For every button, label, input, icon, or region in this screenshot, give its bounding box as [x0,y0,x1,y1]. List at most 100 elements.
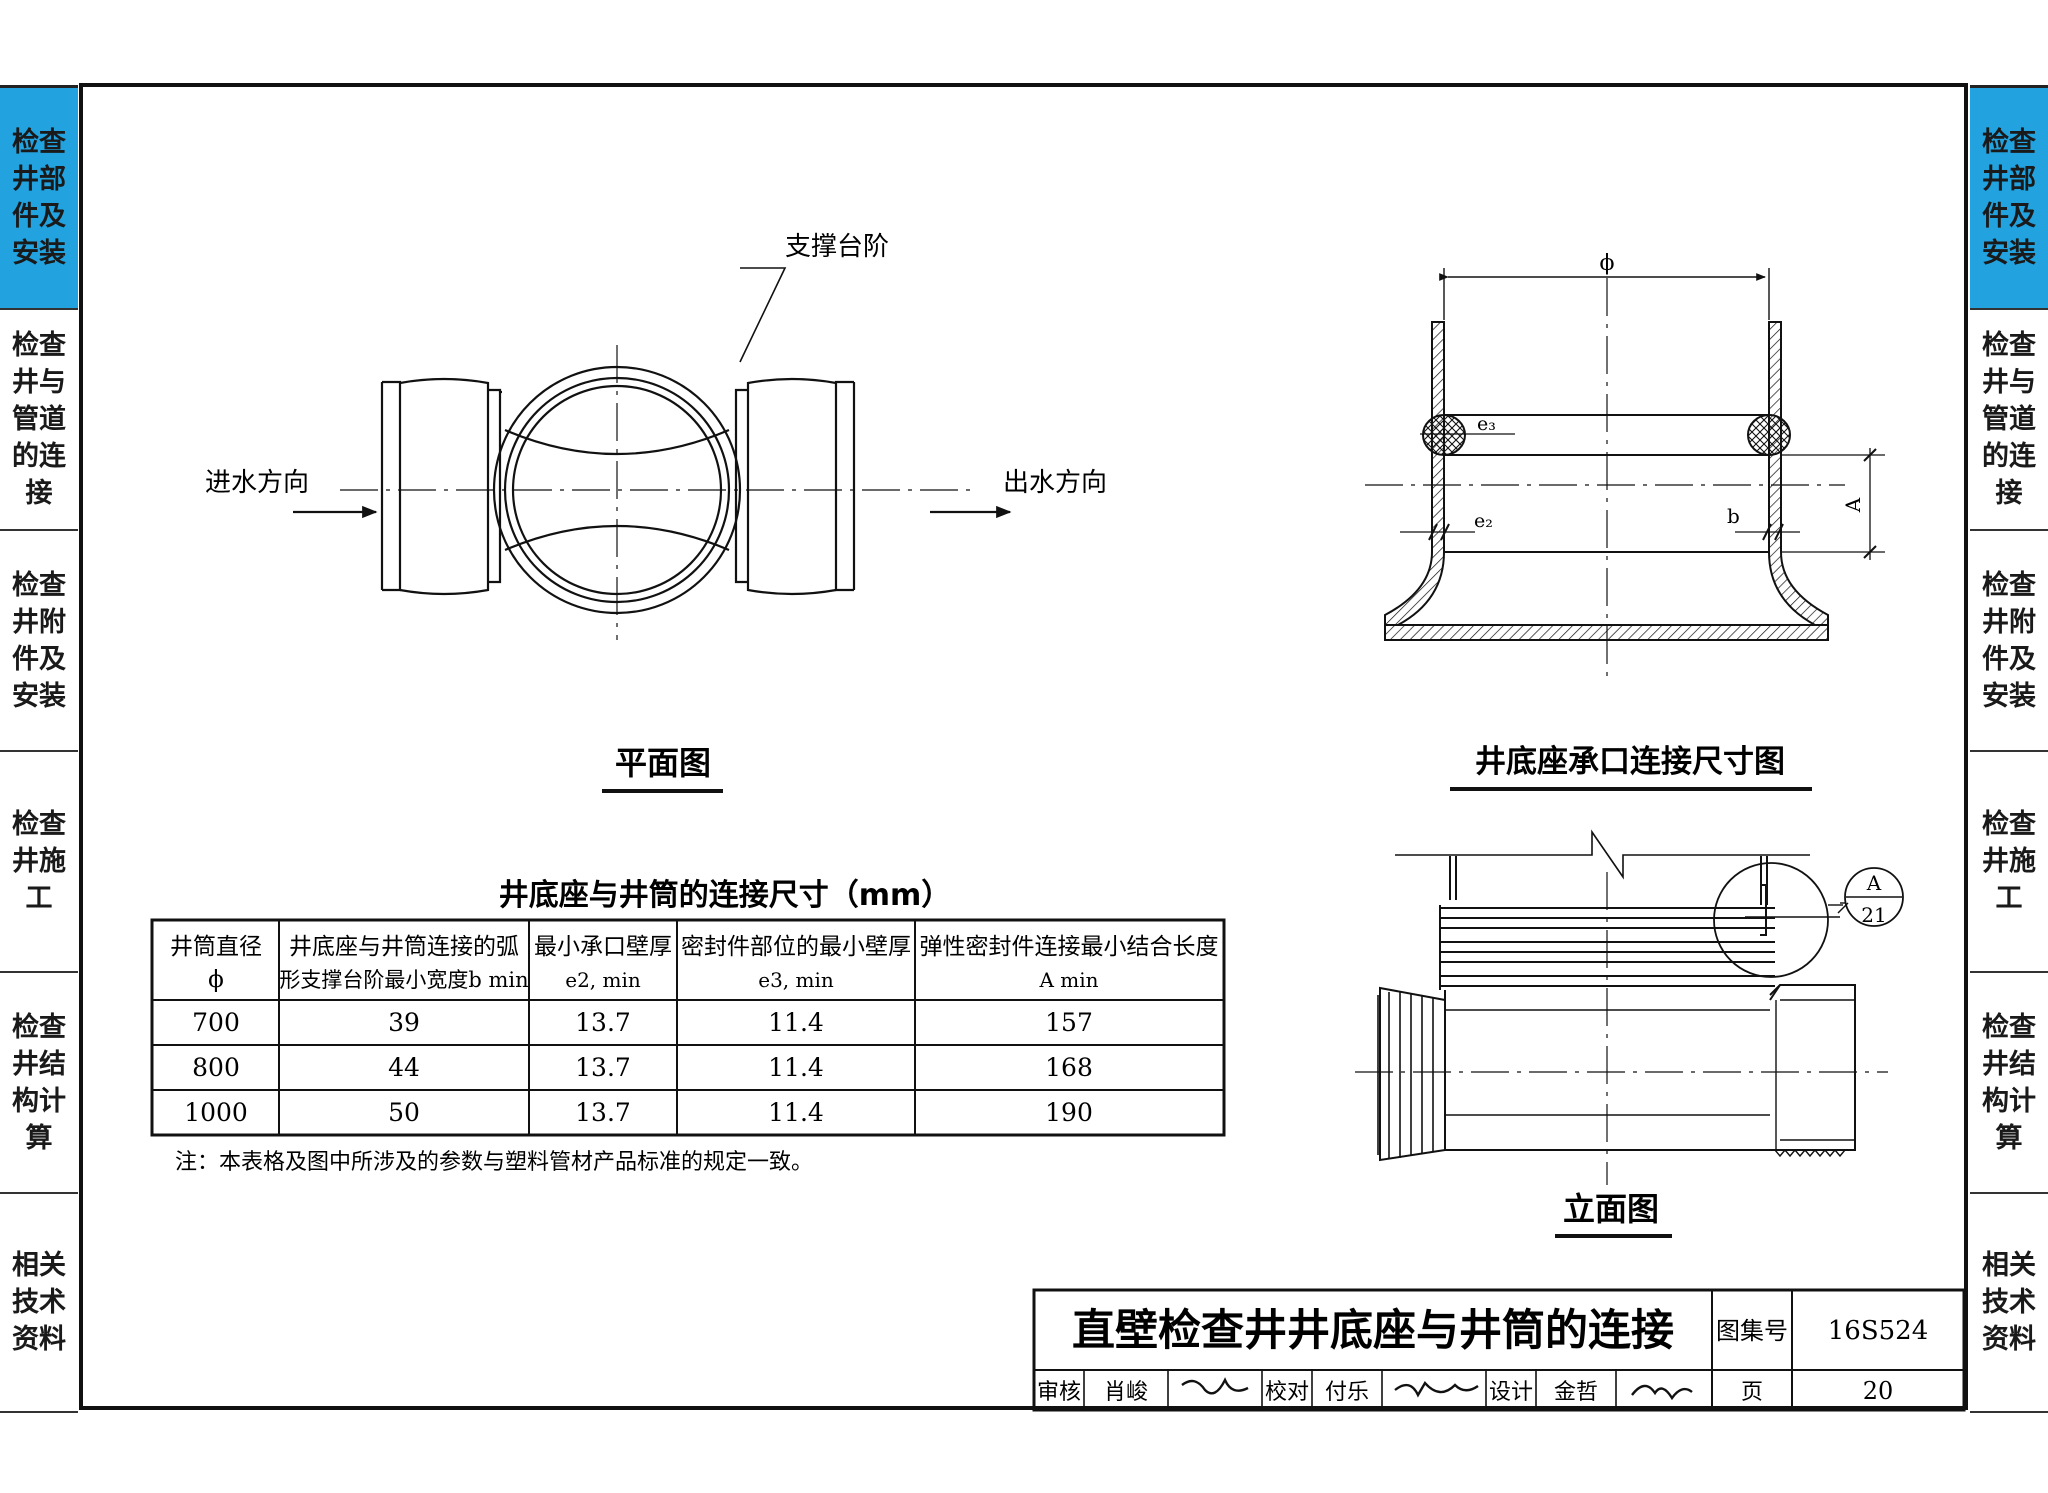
table-cell: 13.7 [575,1098,631,1127]
outlet-pipe-socket [746,377,837,596]
right-tab-label: 检查井与管道的连接 [1982,330,2036,509]
design-label: 设计 [1489,1380,1533,1405]
left-tab-label: 检查井施工 [12,809,66,914]
e3-label: e₃ [1477,413,1496,435]
table-cell: 800 [192,1053,240,1082]
table-cell: 190 [1045,1098,1093,1127]
table-cell: 44 [388,1053,420,1082]
table-header-cell: e2, min [565,968,641,992]
left-section-tabs: 检查井部件及安装 检查井与管道的连接 检查井附件及安装 检查井施工 检查井结构计… [0,85,78,1413]
checker-name: 付乐 [1325,1380,1369,1405]
left-tab-label: 检查井结构计算 [12,1011,66,1154]
table-title: 井底座与井筒的连接尺寸（mm） [499,878,952,913]
table-cell: 11.4 [768,1008,824,1037]
plan-inlet-pipe [380,377,502,596]
dimension-table [150,918,1226,1137]
right-section-tabs: 检查井部件及安装 检查井与管道的连接 检查井附件及安装 检查井施工 检查井结构计… [1970,85,2048,1413]
table-header-cell: 密封件部位的最小壁厚 [681,934,911,960]
table-header-cell: A min [1038,968,1098,992]
checker-signature [1394,1380,1479,1398]
plan-view-title: 平面图 [615,744,711,782]
elevation-view [1355,829,1904,1238]
table-header-cell: 弹性密封件连接最小结合长度 [920,934,1219,960]
table-header-row: 井筒直径 ϕ 井底座与井筒连接的弧 形支撑台阶最小宽度b min 最小承口壁厚 … [170,934,1219,993]
right-tab-label: 检查井结构计算 [1982,1011,2036,1154]
elevation-view-title: 立面图 [1563,1190,1659,1228]
plan-view [293,267,1012,793]
table-cell: 11.4 [768,1053,824,1082]
left-tab-accessories[interactable]: 检查井附件及安装 [0,531,78,752]
right-tab-structural-calc[interactable]: 检查井结构计算 [1970,973,2048,1194]
left-tab-components[interactable]: 检查井部件及安装 [0,88,78,310]
outflow-label: 出水方向 [1003,468,1107,498]
elevation-outlet-socket [1769,984,1856,1151]
right-tab-label: 检查井附件及安装 [1982,569,2036,712]
right-tab-reference[interactable]: 相关技术资料 [1970,1194,2048,1413]
socket-right-wall [1768,321,1829,626]
table-header-cell: e3, min [758,968,834,992]
elevation-inlet-pipe [1379,986,1446,1162]
detail-callout [1844,867,1904,927]
table-cell: 700 [192,1008,240,1037]
inlet-pipe-socket [399,377,490,596]
socket-left-wall [1384,321,1445,626]
table-header-cell: ϕ [208,967,224,993]
detail-circle [1713,862,1829,978]
plan-outlet-pipe [734,377,856,596]
page-label: 页 [1741,1380,1763,1405]
callout-top: A [1866,871,1882,895]
title-block [1032,1288,1966,1412]
designer-signature [1631,1384,1693,1401]
table-cell: 39 [388,1008,420,1037]
left-tab-reference[interactable]: 相关技术资料 [0,1194,78,1413]
table-cell: 168 [1045,1053,1093,1082]
right-tab-components[interactable]: 检查井部件及安装 [1970,88,2048,310]
socket-detail [1365,268,1885,791]
atlas-label: 图集号 [1716,1317,1788,1345]
channel-edge-top [504,428,730,456]
right-tab-label: 检查井施工 [1982,809,2036,914]
table-cell: 13.7 [575,1008,631,1037]
table-cell: 13.7 [575,1053,631,1082]
review-label: 审核 [1037,1380,1081,1405]
table-cell: 1000 [184,1098,248,1127]
a-label: A [1841,497,1865,513]
seal-ring-right [1747,414,1791,456]
left-tab-label: 相关技术资料 [12,1250,66,1355]
table-cell: 11.4 [768,1098,824,1127]
table-header-cell: 井底座与井筒连接的弧 [289,934,519,960]
right-tab-accessories[interactable]: 检查井附件及安装 [1970,531,2048,752]
designer-name: 金哲 [1554,1380,1598,1405]
e2-label: e₂ [1474,510,1493,532]
right-tab-construction[interactable]: 检查井施工 [1970,752,2048,973]
left-tab-label: 检查井部件及安装 [12,127,66,269]
table-cell: 50 [388,1098,420,1127]
drawing-frame [79,83,1968,1410]
reviewer-signature [1181,1377,1249,1395]
left-tab-label: 检查井附件及安装 [12,569,66,712]
left-tab-pipe-connection[interactable]: 检查井与管道的连接 [0,310,78,531]
support-step-label: 支撑台阶 [785,232,889,262]
break-line [1395,829,1810,880]
table-header-cell: 井筒直径 [170,934,262,960]
reviewer-name: 肖峻 [1104,1380,1148,1405]
right-tab-pipe-connection[interactable]: 检查井与管道的连接 [1970,310,2048,531]
phi-label: ϕ [1600,251,1615,276]
socket-view-title: 井底座承口连接尺寸图 [1475,744,1785,780]
seal-ring-left [1422,414,1466,456]
right-tab-label: 检查井部件及安装 [1982,127,2036,269]
table-body: 700 39 13.7 11.4 157 800 44 13.7 11.4 16… [184,1008,1093,1127]
table-header-cell: 形支撑台阶最小宽度b min [279,968,528,992]
table-note: 注：本表格及图中所涉及的参数与塑料管材产品标准的规定一致。 [175,1150,813,1175]
table-cell: 157 [1045,1008,1093,1037]
b-label: b [1727,504,1740,528]
drawing-title: 直壁检查井井底座与井筒的连接 [1072,1306,1674,1356]
left-tab-construction[interactable]: 检查井施工 [0,752,78,973]
callout-bottom: 21 [1861,903,1886,927]
left-tab-label: 检查井与管道的连接 [12,330,66,509]
atlas-number: 16S524 [1828,1316,1929,1346]
table-header-cell: 最小承口壁厚 [534,934,672,960]
support-step-leader [739,267,787,363]
left-tab-structural-calc[interactable]: 检查井结构计算 [0,973,78,1194]
